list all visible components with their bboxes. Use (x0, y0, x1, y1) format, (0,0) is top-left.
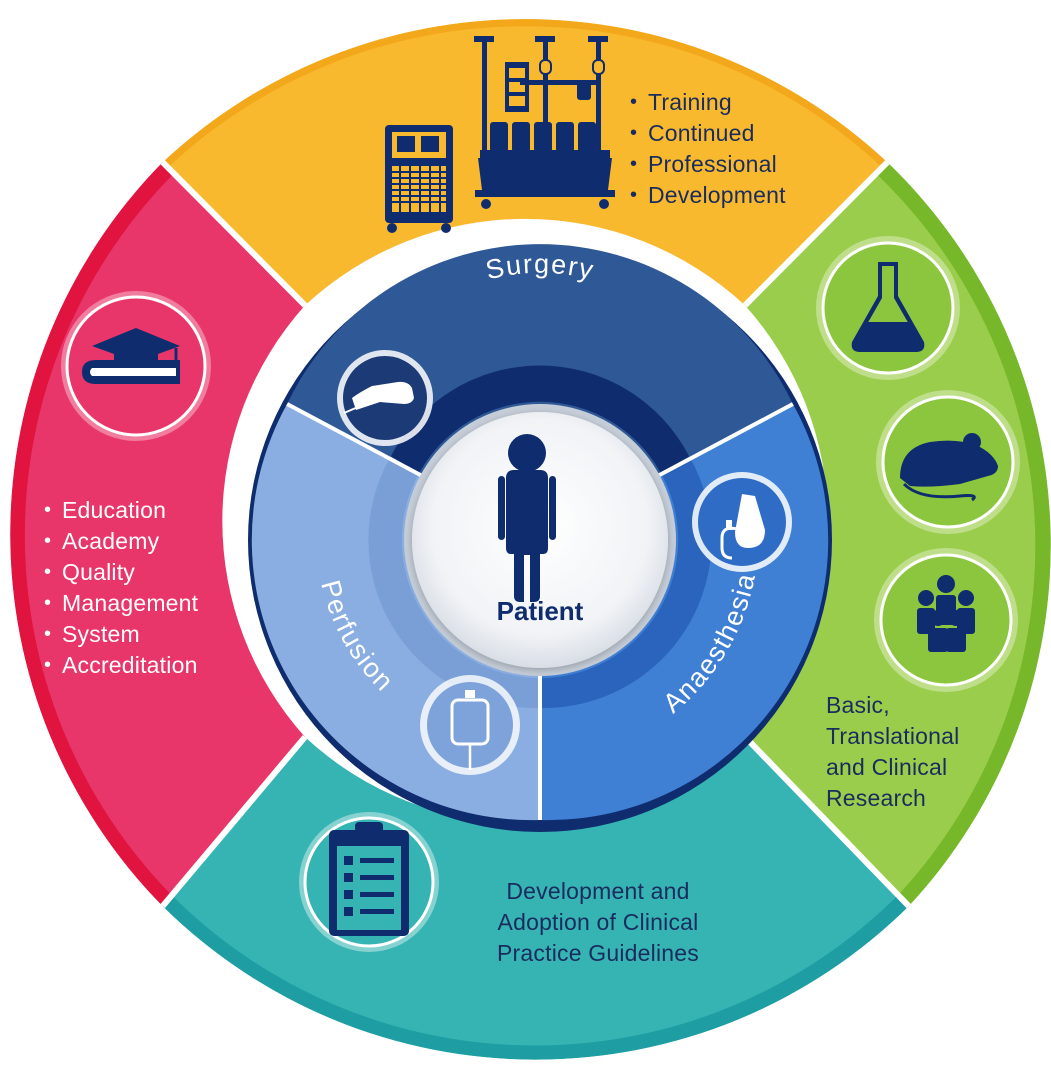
heart-lung-machine-icon (385, 36, 615, 233)
research-line-3: and Clinical (826, 754, 948, 780)
guidelines-line-3: Practice Guidelines (497, 940, 699, 966)
surgeon-hand-scalpel-icon (337, 350, 433, 446)
inner-separators (286, 402, 794, 820)
patient-label: Patient (497, 596, 584, 626)
graduation-cap-book-icon (61, 291, 211, 441)
education-item-system: System (42, 619, 198, 650)
research-text: Basic, Translational and Clinical Resear… (826, 690, 959, 814)
training-item-development: Development (628, 180, 786, 211)
segment-guidelines-rim (162, 895, 909, 1060)
research-line-2: Translational (826, 723, 960, 749)
segment-training-rim (162, 19, 888, 168)
training-item-professional: Professional (628, 149, 786, 180)
training-item-training: Training (628, 87, 786, 118)
education-item-quality: Quality (42, 557, 198, 588)
research-line-1: Basic, (826, 692, 890, 718)
person-icon (498, 434, 556, 602)
clipboard-checklist-icon (299, 812, 439, 952)
training-text: Training Continued Professional Developm… (628, 87, 786, 211)
education-item-accreditation: Accreditation (42, 650, 198, 681)
guidelines-line-2: Adoption of Clinical (497, 909, 699, 935)
outer-ring (10, 19, 1051, 1060)
segment-education-rim (10, 162, 174, 907)
guidelines-text: Development and Adoption of Clinical Pra… (470, 876, 726, 969)
education-item-education: Education (42, 495, 198, 526)
education-item-management: Management (42, 588, 198, 619)
training-item-continued: Continued (628, 118, 786, 149)
patient-center: Patient (404, 404, 676, 676)
mouse-icon (876, 390, 1020, 534)
surgery-inner-band (390, 365, 690, 473)
people-group-icon (874, 548, 1018, 692)
segment-research-rim (876, 162, 1051, 907)
flask-icon (816, 236, 960, 380)
education-item-academy: Academy (42, 526, 198, 557)
segment-guidelines (162, 737, 909, 1060)
iv-bag-icon (420, 675, 520, 775)
anaesthesia-mask-icon (692, 472, 792, 572)
research-line-4: Research (826, 785, 927, 811)
perfusion-inner-band (368, 456, 540, 709)
outer-separators (160, 160, 911, 909)
education-text: Education Academy Quality Management Sys… (42, 495, 198, 681)
segment-research (745, 162, 1051, 907)
anaesthesia-inner-band (540, 456, 712, 709)
guidelines-line-1: Development and (506, 878, 690, 904)
